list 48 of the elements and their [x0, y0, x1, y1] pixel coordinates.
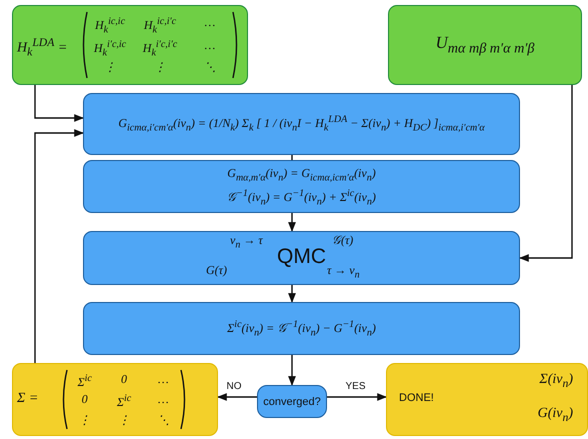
arrow — [34, 129, 84, 363]
formula: G$_{mα,m′α}$(iν$_{n}$) = G$_{icmα,icm′α}$(iν$_{n}$) — [227, 166, 376, 184]
edge-label: NO — [226, 381, 242, 392]
arrow — [288, 213, 296, 232]
matrix-entry: … — [204, 36, 216, 54]
process-box — [386, 363, 588, 436]
matrix-entry: … — [156, 371, 170, 388]
matrix-entry: Σ$^{ic}$ — [76, 372, 93, 391]
formula: 𝒢$^{−1}$(iν$_{n}$) = G$^{−1}$(iν$_{n}$) + Σ$^{ic}$(iν$_{n}$) — [227, 188, 376, 207]
arrow — [217, 393, 257, 401]
formula: U$_{mα mβ m′α m′β}$ — [436, 32, 534, 58]
arrow — [327, 393, 387, 401]
arrow — [34, 85, 84, 122]
matrix-entry: ⋱ — [156, 412, 170, 429]
formula: Σ = — [17, 390, 38, 406]
process-box — [83, 231, 520, 285]
formula: G(τ) — [206, 263, 227, 278]
matrix-entry: … — [156, 391, 170, 408]
matrix-entry: ⋮ — [116, 412, 131, 429]
formula: H$_{k}$$^{LDA}$ = — [17, 36, 68, 58]
decision-box — [257, 385, 327, 418]
formula: τ → ν$_{n}$ — [327, 263, 360, 280]
matrix-entry: ⋮ — [103, 59, 117, 76]
matrix-box — [12, 5, 248, 85]
process-box — [388, 5, 582, 85]
arrow — [288, 355, 296, 386]
formula: Σ$^{ic}$(iν$_{n}$) = 𝒢$^{−1}$(iν$_{n}$) − G$^{−1}$(iν$_{n}$) — [227, 318, 376, 338]
formula: ν$_{n}$ → τ — [230, 233, 263, 250]
matrix-box — [12, 363, 218, 436]
process-box — [83, 302, 520, 355]
status-label: DONE! — [399, 392, 434, 404]
edge-label: YES — [344, 381, 367, 392]
matrix-entry: ⋮ — [78, 412, 92, 429]
process-box — [83, 93, 520, 155]
formula: Σ(iν$_{n}$) — [539, 372, 573, 390]
process-box — [83, 160, 520, 213]
matrix-entry: 0 — [120, 371, 128, 388]
arrow — [519, 85, 573, 262]
formula: 𝒢(τ) — [332, 233, 354, 248]
arrow — [288, 285, 296, 303]
matrix-entry: … — [204, 14, 216, 31]
matrix-entry: 0 — [80, 391, 89, 408]
formula: G$_{icmα,i′cm′α}$(iν$_{n}$) = (1/N$_{k}$) Σ$_{k}$ [ 1 / (iν$_{n}$I − H$_{k}$$^{LDA}$ − Σ(iν$_{n}$) + H$_{DC}$) ]$_{icmα,i′cm′α}$ — [118, 114, 485, 134]
matrix-entry: Σ$^{ic}$ — [116, 392, 132, 412]
matrix-entry: ⋮ — [153, 59, 167, 76]
formula: G(iν$_{n}$) — [538, 406, 573, 424]
matrix-entry: ⋱ — [203, 59, 217, 76]
decision-label: converged? — [263, 396, 321, 408]
